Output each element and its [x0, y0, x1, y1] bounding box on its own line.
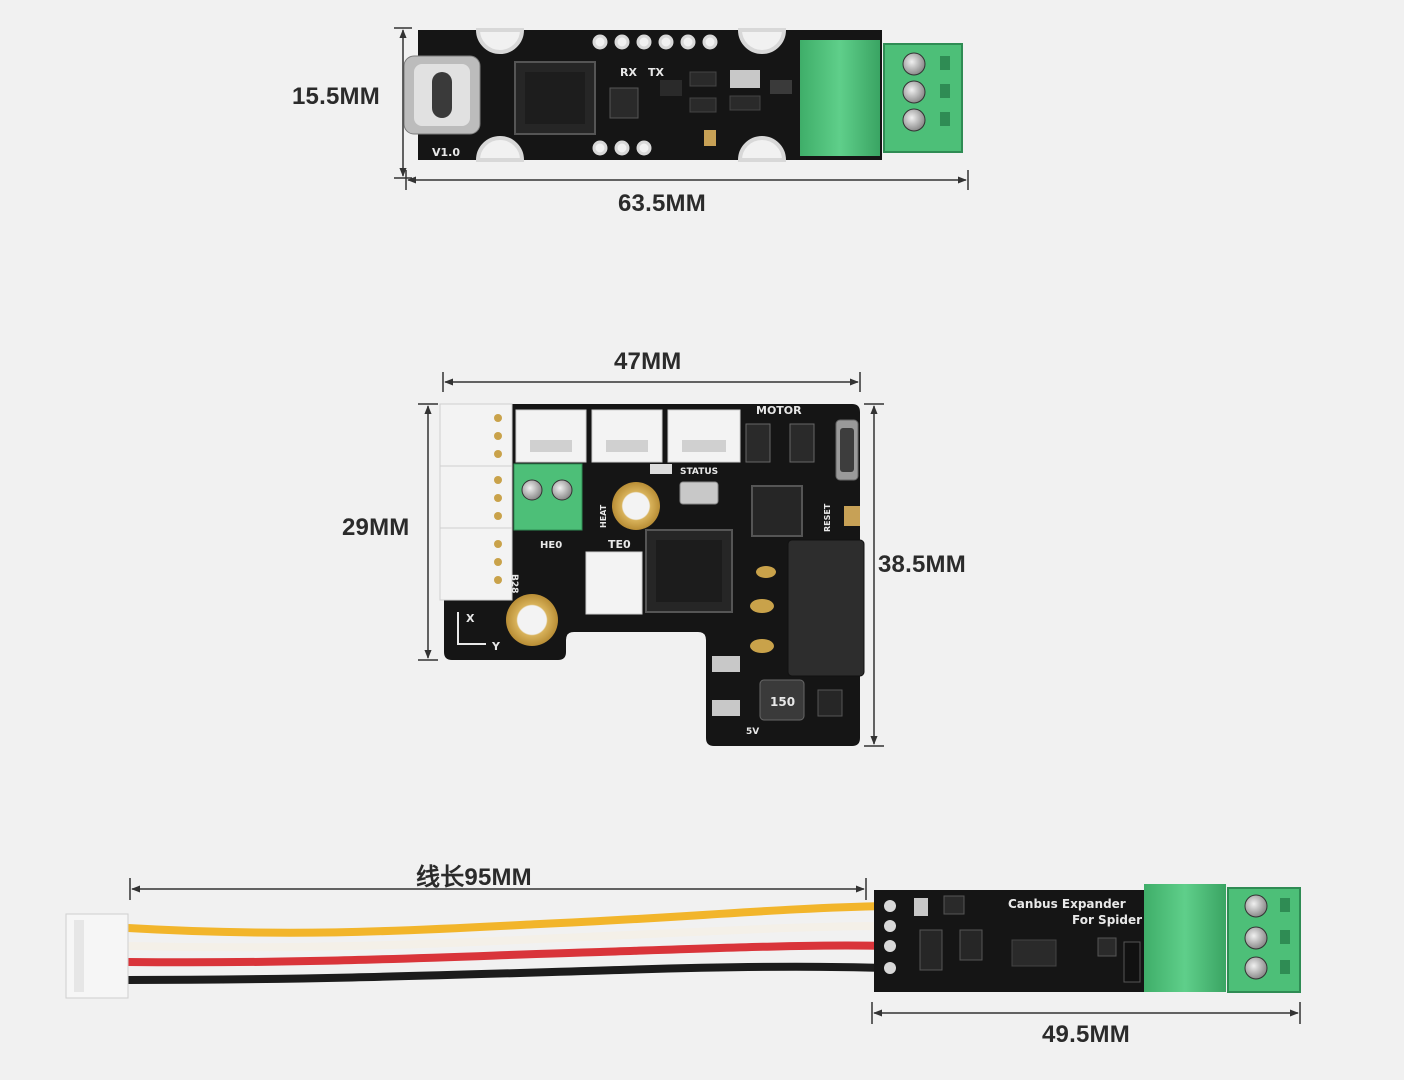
jumper [1123, 941, 1141, 983]
connector-top [591, 409, 663, 463]
axis-x-label: X [466, 612, 475, 625]
status-label: STATUS [680, 467, 718, 477]
heat-label: HEAT [599, 504, 608, 528]
canbus-title-line1: Canbus Expander [1008, 897, 1126, 911]
mounting-hole [506, 594, 558, 646]
mcu-die [656, 540, 722, 602]
screw-terminal [521, 479, 543, 501]
usb-c-port [432, 72, 452, 118]
smd-part [789, 423, 815, 463]
canbus-title-line2: For Spider [1072, 913, 1142, 927]
axis-y-label: Y [491, 640, 501, 653]
wire-white [127, 922, 887, 952]
mount-slot [737, 28, 787, 54]
wire-entry [940, 56, 950, 70]
screw-terminal [1244, 956, 1268, 980]
smd-part [729, 95, 761, 111]
mounting-hole [612, 482, 660, 530]
dim-label-board2-width: 47MM [614, 348, 682, 375]
version-label: V1.0 [432, 146, 460, 159]
dim-label-board2-right-height: 38.5MM [878, 551, 966, 578]
transceiver-chip [919, 929, 943, 971]
wire-yellow [127, 902, 887, 937]
regulator-chip [817, 689, 843, 717]
mount-slot [475, 28, 525, 54]
smd-part [689, 97, 717, 113]
terminal-block-body [1144, 884, 1226, 992]
smd-part [943, 895, 965, 915]
screw-terminal [902, 80, 926, 104]
he0-label: HE0 [540, 540, 562, 551]
power-connector [787, 539, 865, 677]
smd-part [745, 423, 771, 463]
capacitor [730, 70, 760, 88]
smd-part [914, 898, 928, 916]
connector-pins [494, 414, 502, 584]
tx-label: TX [648, 66, 665, 79]
thermistor-connector [585, 551, 643, 615]
smd-part [660, 80, 682, 96]
wire-entry [940, 84, 950, 98]
dim-label-board2-left-height: 29MM [342, 514, 410, 541]
rx-label: RX [620, 66, 637, 79]
wire-entry [1280, 898, 1290, 912]
usb-port-inner [840, 428, 854, 472]
power-pin [756, 566, 776, 578]
wire-red [127, 941, 887, 967]
power-pin [750, 639, 774, 653]
inductor-label: 150 [770, 695, 795, 709]
connector-top [515, 409, 587, 463]
smd-part [1011, 939, 1057, 967]
accelerometer-chip [751, 485, 803, 537]
mcu-die [525, 72, 585, 124]
wire-entry [1280, 960, 1290, 974]
solder-pads [884, 900, 896, 974]
axis-arrow [457, 612, 486, 645]
reset-button [844, 506, 860, 526]
transceiver-chip [609, 87, 639, 119]
cable-and-canbus-expander: Canbus Expander For Spider [65, 878, 1301, 1024]
motor-label: MOTOR [756, 404, 802, 417]
connector-slots [530, 440, 726, 452]
header-holes [592, 34, 718, 156]
smd-part [689, 71, 717, 87]
wire-entry [1280, 930, 1290, 944]
screw-terminal [551, 479, 573, 501]
5v-label: 5V [746, 727, 759, 737]
status-led [650, 464, 672, 474]
smd-part [959, 929, 983, 961]
mount-slot [475, 136, 525, 162]
dim-label-board1-height: 15.5MM [292, 83, 380, 110]
board-usb-can-adapter: RX TX V1.0 [394, 27, 969, 190]
power-pin [750, 599, 774, 613]
inductor [759, 679, 805, 721]
jst-connector-ridge [74, 920, 84, 992]
screw-terminal [1244, 894, 1268, 918]
mount-slot [737, 136, 787, 162]
smd-part [1097, 937, 1117, 957]
wire-black [127, 962, 887, 984]
capacitor [712, 656, 740, 672]
dim-label-board1-width: 63.5MM [618, 190, 706, 217]
smd-part [770, 80, 792, 94]
connector-top [667, 409, 741, 463]
screw-terminal [1244, 926, 1268, 950]
board-toolhead: B28 MOTOR STATUS HE0 HEAT RESET [418, 372, 884, 747]
capacitor [712, 700, 740, 716]
dim-label-board3-width: 49.5MM [1042, 1021, 1130, 1048]
screw-terminal [902, 52, 926, 76]
reset-label: RESET [823, 503, 832, 532]
screw-terminal [902, 108, 926, 132]
te0-label: TE0 [608, 538, 631, 551]
terminal-block-body [800, 40, 880, 156]
dim-label-cable-length: 线长95MM [416, 864, 532, 891]
crystal [679, 481, 719, 505]
b28-label: B28 [509, 574, 519, 593]
wire-entry [940, 112, 950, 126]
fuse [704, 130, 716, 146]
